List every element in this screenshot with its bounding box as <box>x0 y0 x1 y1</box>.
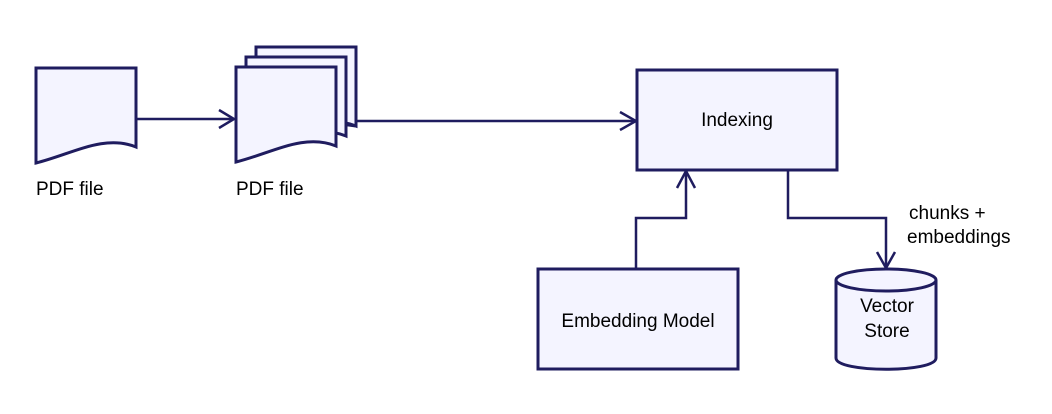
edge-stack-to-indexing <box>356 110 639 132</box>
embedding-model-label: Embedding Model <box>561 311 714 332</box>
edge-pdf-to-stack <box>136 108 237 130</box>
pdf-file-label: PDF file <box>36 179 104 200</box>
edge-indexing-to-store <box>786 170 897 271</box>
chunks-embeddings-label-line1: chunks + <box>909 203 986 224</box>
pdf-files-label: PDF file <box>236 179 304 200</box>
indexing-label: Indexing <box>701 110 773 131</box>
vector-store-cylinder-icon <box>834 267 938 371</box>
edge-model-to-indexing <box>634 168 697 268</box>
indexing-box <box>635 68 839 172</box>
vector-store-label-line2: Store <box>864 321 909 342</box>
vector-store-label-line1: Vector <box>860 296 915 317</box>
chunks-embeddings-label-line2: embeddings <box>907 227 1011 248</box>
embedding-model-box <box>536 267 740 371</box>
pdf-file-stack-icon <box>234 45 358 164</box>
pdf-file-document-icon <box>34 66 138 165</box>
